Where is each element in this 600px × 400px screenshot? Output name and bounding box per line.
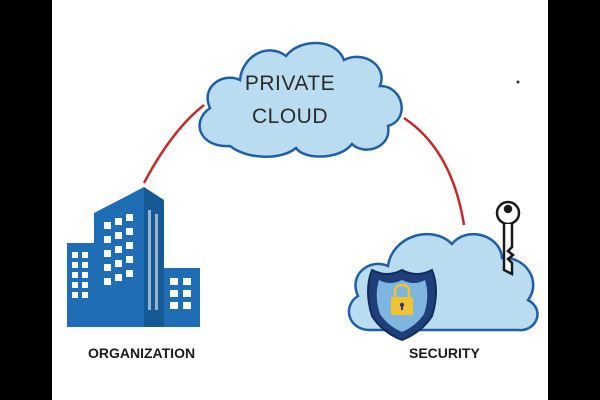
connector-org-to-cloud <box>142 104 205 184</box>
cloud-title-line2: CLOUD <box>251 105 328 128</box>
diagram-graphics <box>67 41 539 342</box>
cloud-title-line1: PRIVATE <box>244 72 336 95</box>
private-cloud-title: PRIVATE CLOUD <box>222 67 358 133</box>
key-icon <box>495 200 521 277</box>
connector-cloud-to-security <box>403 116 466 226</box>
security-label: SECURITY <box>409 345 480 361</box>
organization-label: ORGANIZATION <box>88 345 196 361</box>
office-building-icon <box>67 187 200 327</box>
dot-mark <box>516 80 520 84</box>
shield-lock-icon <box>367 268 437 342</box>
private-cloud-icon <box>198 41 403 158</box>
diagram-canvas: PRIVATE CLOUD ORGANIZATION SECURITY <box>52 0 548 400</box>
